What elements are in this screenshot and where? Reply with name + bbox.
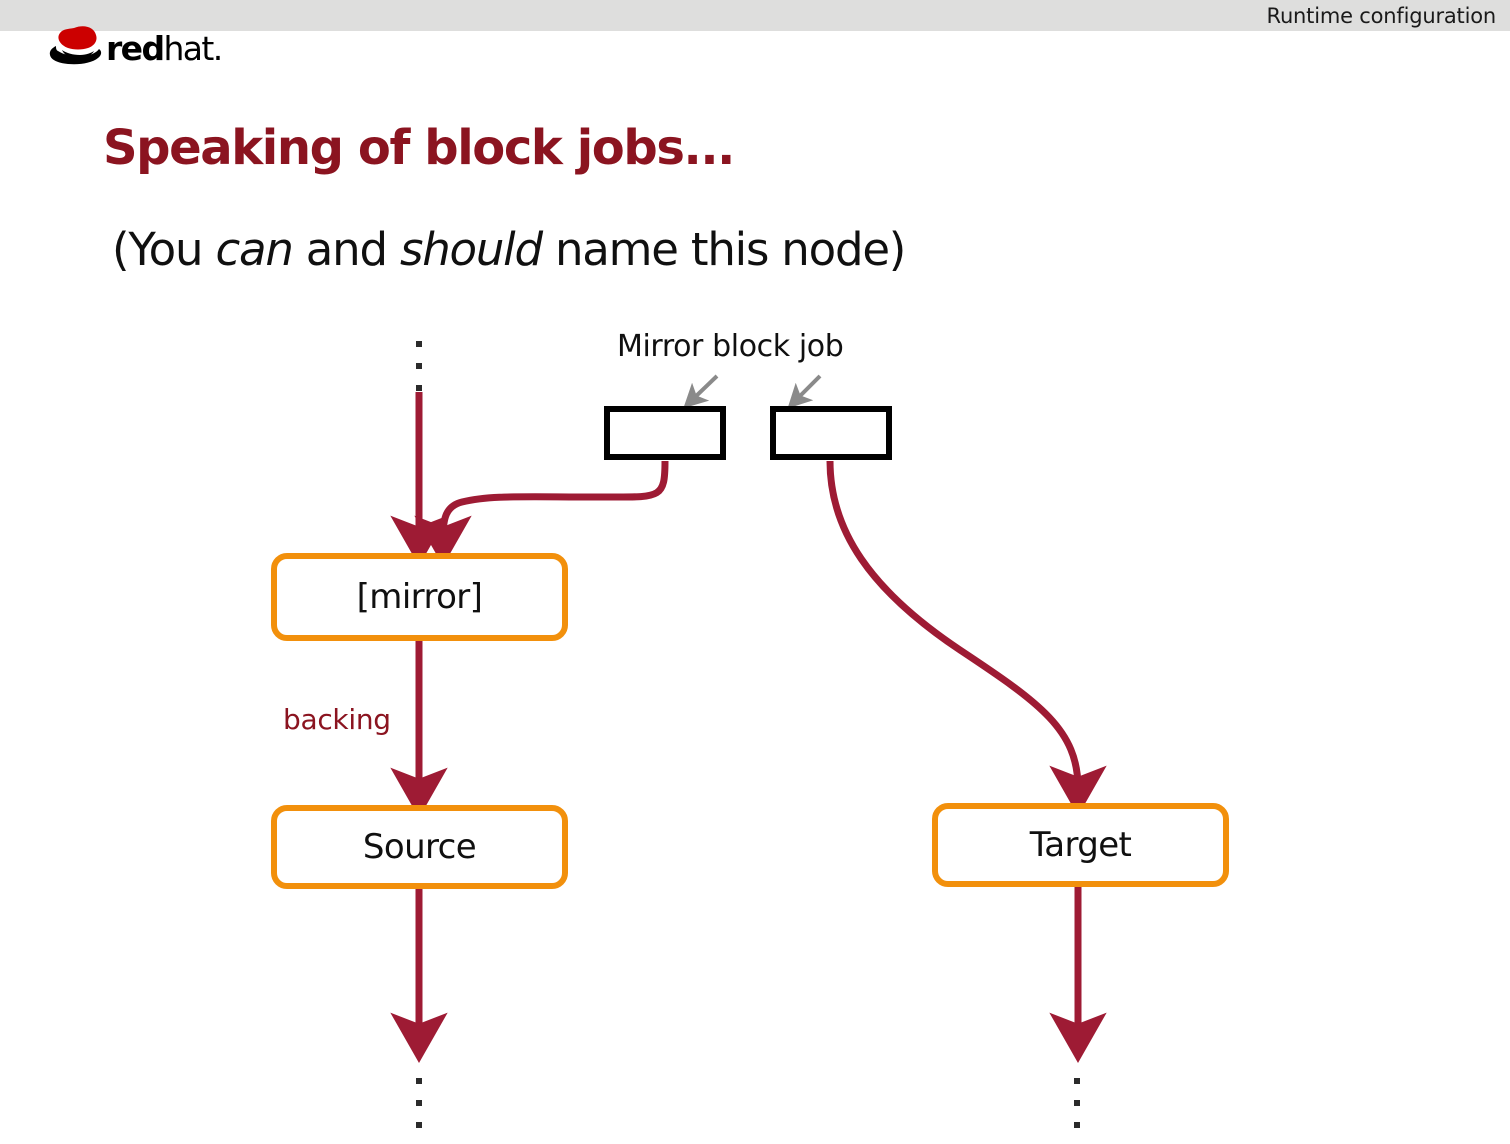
subtitle-part-middle: and [292, 223, 400, 276]
page-title: Speaking of block jobs... [103, 120, 735, 176]
subtitle-part-prefix: (You [112, 223, 216, 276]
dot [1074, 1122, 1080, 1128]
node-source[interactable]: Source [271, 805, 568, 889]
subtitle-part-suffix: name this node) [541, 223, 906, 276]
node-source-label: Source [362, 827, 477, 867]
header-bar [0, 0, 1510, 31]
dot [416, 385, 422, 391]
subtitle-emph-should: should [399, 223, 543, 276]
vertical-ellipsis-bottom-right-icon [1074, 1078, 1082, 1144]
dot [416, 1078, 422, 1084]
redhat-shadowman-icon [49, 26, 102, 65]
logo-word-red: red [106, 29, 165, 68]
dot [1074, 1100, 1080, 1106]
redhat-wordmark: redhat. [106, 29, 223, 68]
page-subtitle: (You can and should name this node) [112, 222, 906, 278]
dot [416, 1122, 422, 1128]
edge-jobright-to-target [826, 460, 1107, 816]
dot [416, 1100, 422, 1106]
vertical-ellipsis-bottom-left-icon [416, 1078, 424, 1144]
annotation-arrow-left-icon [683, 374, 719, 409]
logo-word-hat: hat [163, 29, 214, 68]
header-title: Runtime configuration [1266, 4, 1497, 28]
backing-edge-label: backing [283, 703, 391, 736]
node-mirror-label: [mirror] [356, 577, 483, 617]
node-target-label: Target [1029, 825, 1132, 865]
node-mirror[interactable]: [mirror] [271, 553, 568, 641]
mirror-job-box-right[interactable] [770, 406, 892, 460]
logo-trailing-dot: . [212, 29, 223, 68]
dot [1074, 1078, 1080, 1084]
subtitle-emph-can: can [215, 223, 293, 276]
mirror-block-job-label: Mirror block job [617, 329, 844, 364]
edge-jobleft-to-mirror [414, 460, 669, 566]
redhat-logo: redhat. [44, 24, 244, 72]
dot [416, 341, 422, 347]
node-target[interactable]: Target [932, 803, 1229, 887]
dot [416, 363, 422, 369]
vertical-ellipsis-top-icon [416, 341, 424, 407]
annotation-arrow-right-icon [787, 374, 822, 409]
mirror-job-box-left[interactable] [604, 406, 726, 460]
